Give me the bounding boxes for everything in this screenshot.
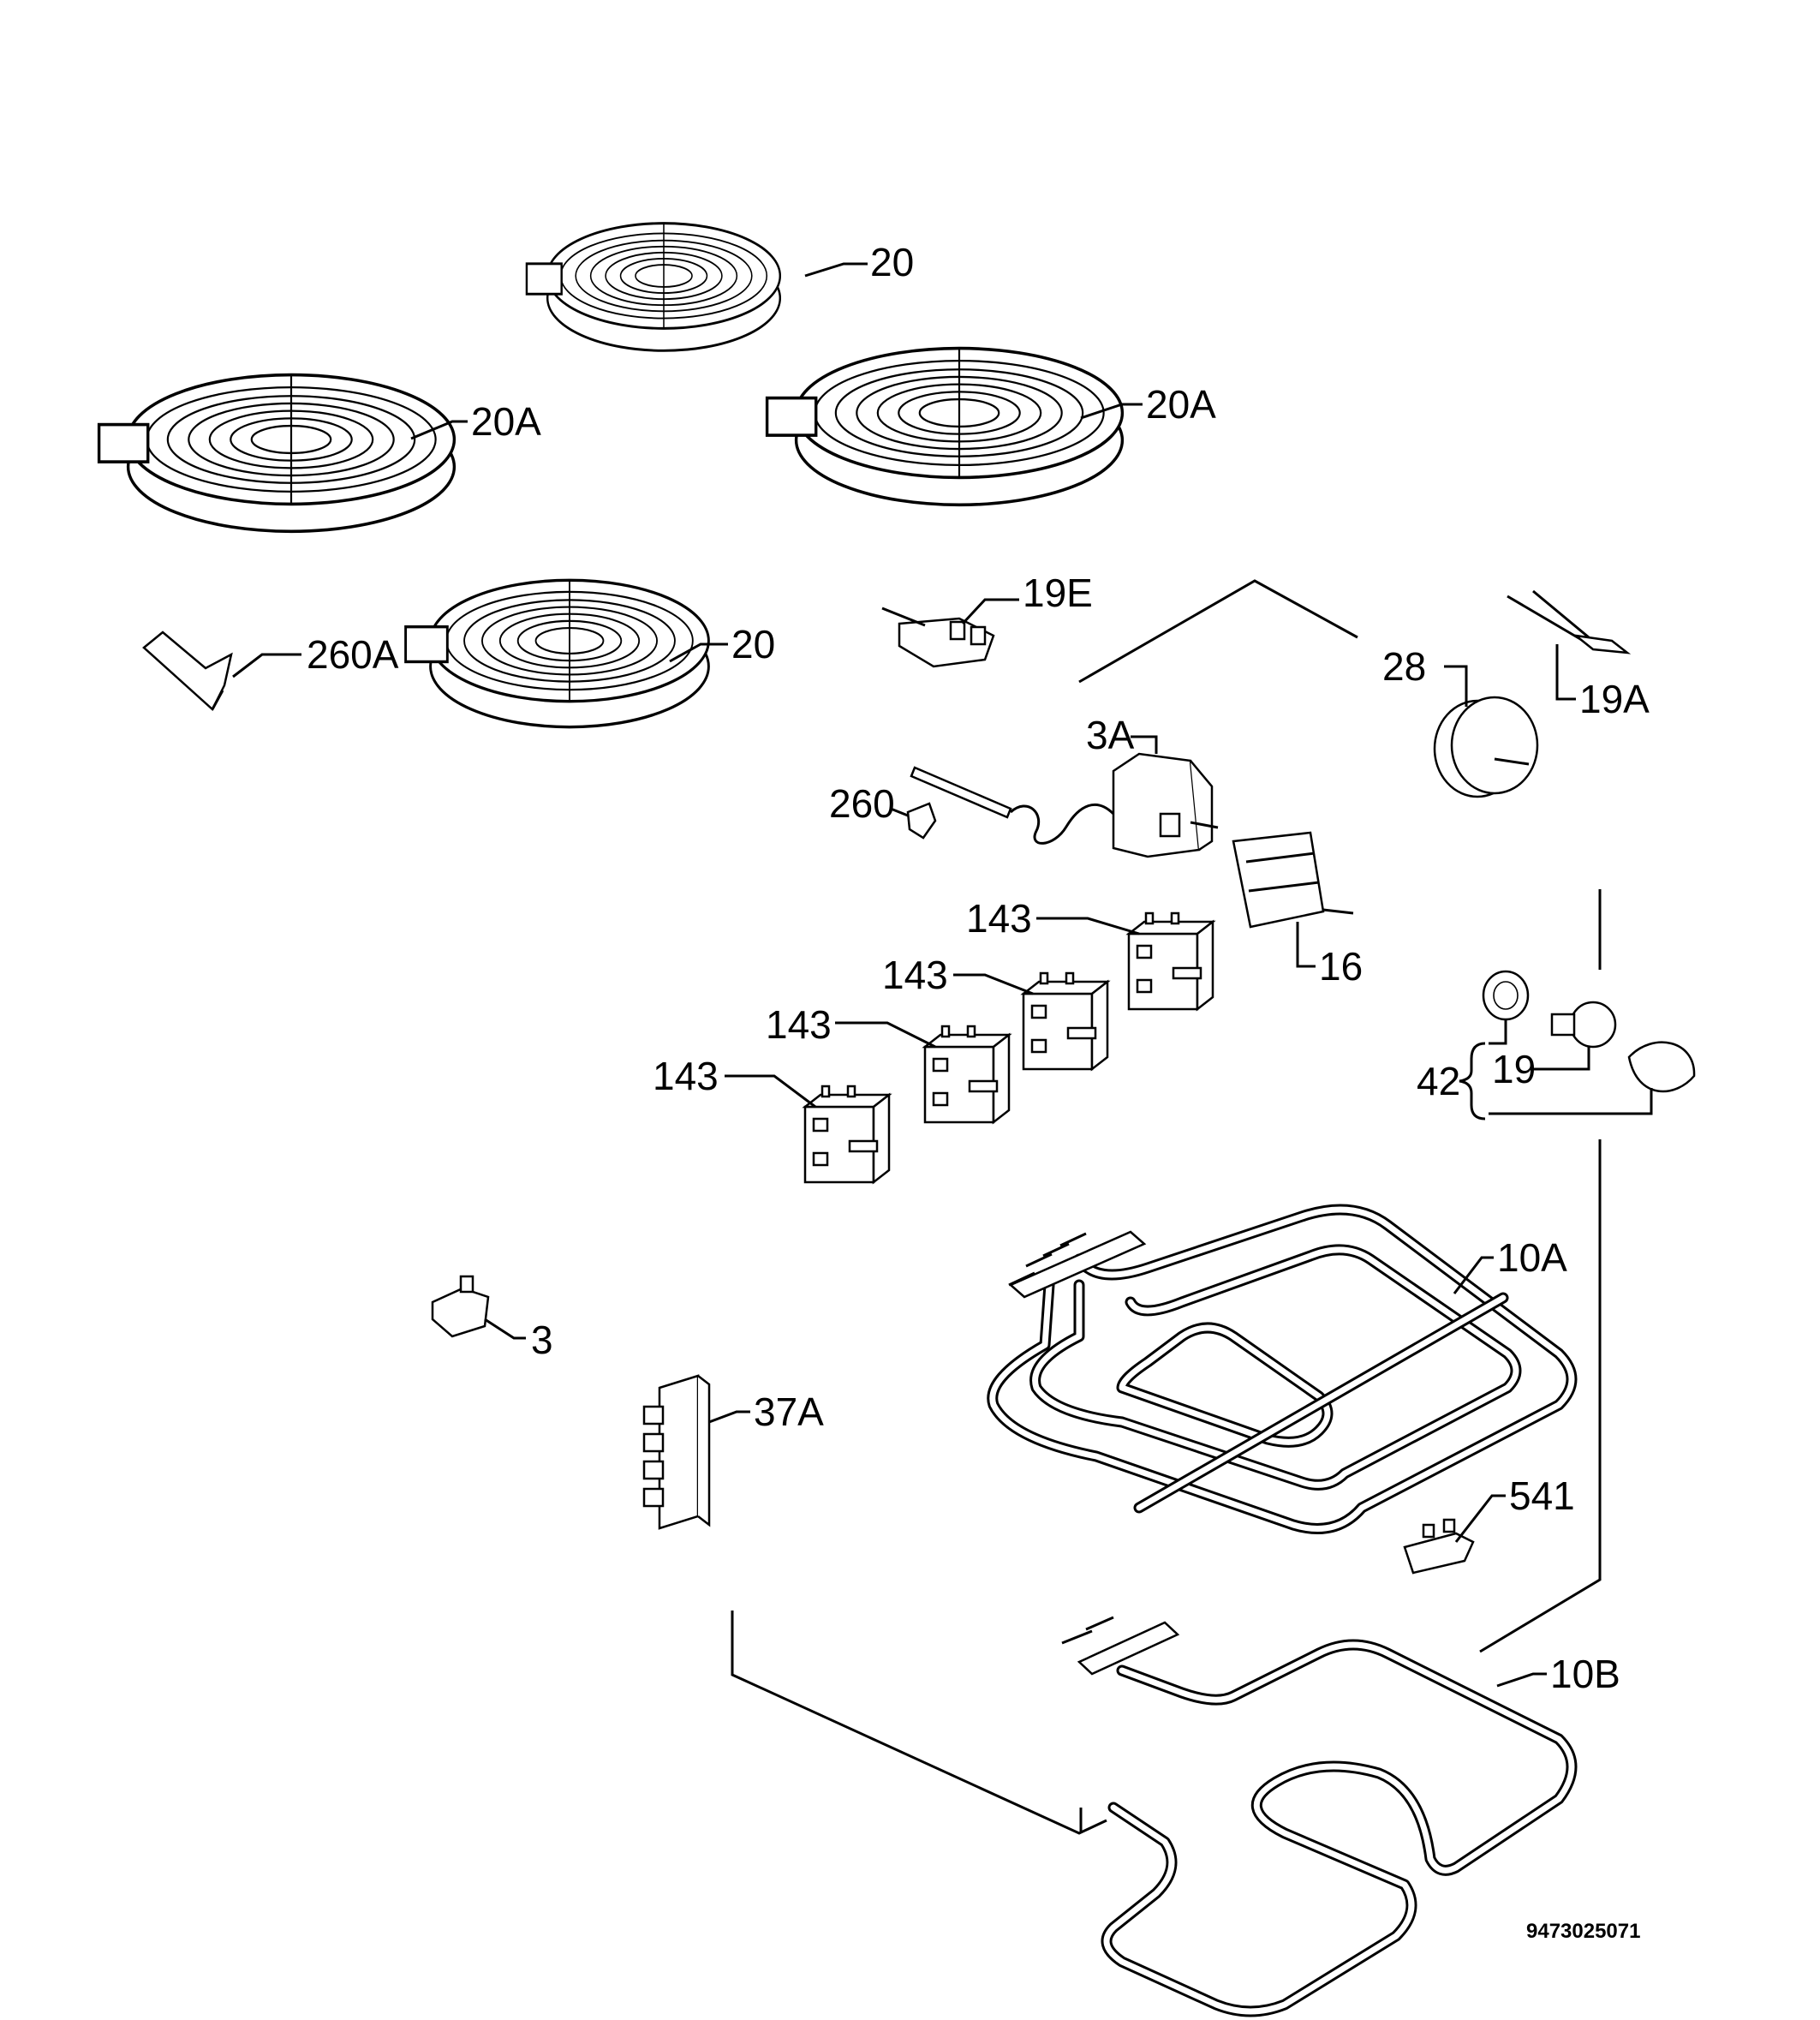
callout-19a: 19A: [1579, 677, 1650, 721]
energy-regulator-143-a: [1127, 911, 1214, 1011]
callout-3: 3: [531, 1318, 553, 1362]
callout-16: 16: [1319, 944, 1363, 989]
callout-19e: 19E: [1023, 571, 1093, 615]
leader-lines: [232, 262, 1653, 1688]
radiant-burner-20-top: [525, 222, 782, 352]
callout-260a: 260A: [307, 632, 399, 677]
callout-28: 28: [1382, 644, 1426, 689]
thermal-cutout-3: [431, 1275, 490, 1338]
callout-20-top: 20: [870, 240, 914, 284]
callout-143-a: 143: [966, 896, 1032, 941]
callout-3a: 3A: [1086, 713, 1135, 757]
callout-42: 42: [1417, 1059, 1460, 1103]
radiant-burner-20-bottom: [403, 578, 711, 729]
clip-260: [906, 802, 937, 840]
housing-outline-right: [1479, 1139, 1602, 1653]
callout-10a: 10A: [1497, 1235, 1567, 1280]
panel-outline-upper: [1078, 579, 1358, 684]
callout-143-c: 143: [766, 1002, 832, 1047]
switch-19e: [881, 607, 995, 668]
callout-20-bottom: 20: [731, 622, 775, 666]
sensor-19a: [1507, 589, 1632, 654]
callout-260: 260: [829, 781, 895, 826]
housing-outline-lower: [731, 1611, 1107, 1835]
oven-lamp-assembly-42: [1482, 970, 1696, 1093]
radiant-burner-20a-left: [97, 373, 456, 534]
radiant-burner-20a-right: [765, 346, 1125, 507]
bracket-260a: [142, 631, 233, 712]
callout-143-d: 143: [653, 1054, 719, 1098]
callout-20a-right: 20A: [1146, 382, 1216, 427]
callout-19: 19: [1492, 1047, 1536, 1091]
clamp-541: [1403, 1518, 1475, 1575]
callout-541: 541: [1509, 1473, 1575, 1518]
selector-switch-16: [1232, 831, 1354, 929]
energy-regulator-143-b: [1022, 971, 1109, 1071]
bottom-element-10b: [1061, 1616, 1578, 2017]
callout-143-b: 143: [882, 953, 948, 997]
callout-37a: 37A: [754, 1389, 824, 1434]
document-number: 9473025071: [1526, 1920, 1640, 1943]
callout-10b: 10B: [1550, 1652, 1620, 1696]
callout-labels: 20 20A 20A 20 260A 19E 19A 28 3A 260 16 …: [307, 240, 1650, 1696]
energy-regulator-143-c: [923, 1025, 1011, 1124]
terminal-block-37a: [642, 1374, 711, 1530]
callout-20a-left: 20A: [471, 399, 541, 444]
grill-element-10a: [987, 1204, 1578, 1534]
timer-28: [1433, 696, 1539, 798]
thermostat-3a: [910, 752, 1219, 858]
energy-regulator-143-d: [803, 1085, 891, 1184]
